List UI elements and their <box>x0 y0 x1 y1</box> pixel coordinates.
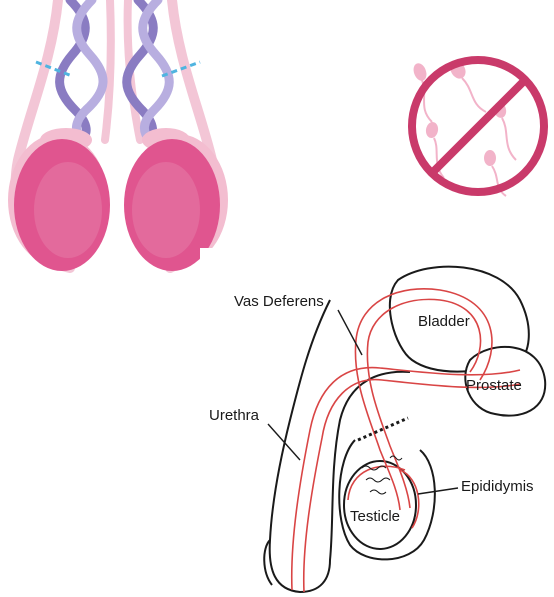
no-symbol-slash <box>432 80 525 173</box>
left-sac-outline-inner <box>105 0 111 140</box>
label-bladder: Bladder <box>418 313 470 330</box>
left-testicle-highlight <box>34 162 102 258</box>
right-testicle-highlight <box>132 162 200 258</box>
label-urethra: Urethra <box>209 407 260 424</box>
label-prostate: Prostate <box>466 377 522 394</box>
vasectomy-illustration <box>8 0 228 271</box>
label-testicle: Testicle <box>350 508 400 525</box>
no-sperm-icon <box>412 60 544 196</box>
left-cord-strand-b <box>76 0 103 140</box>
label-vas-deferens: Vas Deferens <box>234 293 324 310</box>
testicle-shape <box>344 461 416 549</box>
label-epididymis: Epididymis <box>461 478 534 495</box>
